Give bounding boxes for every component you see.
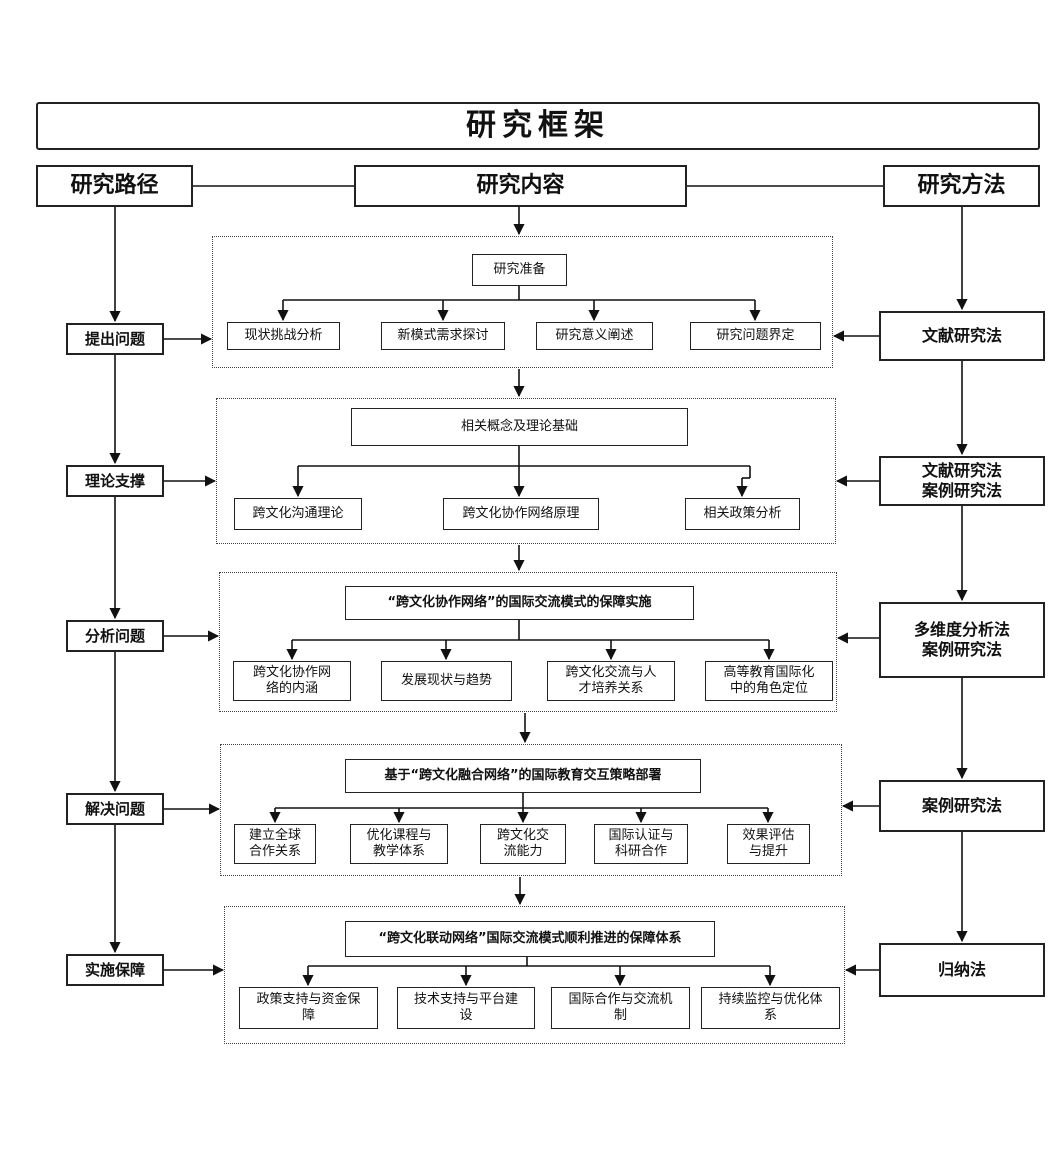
method-1: 文献研究法	[879, 311, 1045, 361]
section-4-head: 基于“跨文化融合网络”的国际教育交互策略部署	[345, 759, 701, 793]
method-3: 多维度分析法 案例研究法	[879, 602, 1045, 678]
section-3-item-1: 跨文化协作网 络的内涵	[233, 661, 351, 701]
section-4-item-5: 效果评估 与提升	[727, 824, 810, 864]
section-5-head: “跨文化联动网络”国际交流模式顺利推进的保障体系	[345, 921, 715, 957]
path-step-raise-question: 提出问题	[66, 323, 164, 355]
path-step-solve-question: 解决问题	[66, 793, 164, 825]
section-2-item-3: 相关政策分析	[685, 498, 800, 530]
section-3-item-3: 跨文化交流与人 才培养关系	[547, 661, 675, 701]
section-2-item-1: 跨文化沟通理论	[234, 498, 362, 530]
section-3-item-4: 高等教育国际化 中的角色定位	[705, 661, 833, 701]
section-4-item-3: 跨文化交 流能力	[480, 824, 566, 864]
section-4-item-1: 建立全球 合作关系	[234, 824, 316, 864]
section-frame-3	[219, 572, 837, 712]
section-1-head: 研究准备	[472, 254, 567, 286]
method-5: 归纳法	[879, 943, 1045, 997]
method-2: 文献研究法 案例研究法	[879, 456, 1045, 506]
header-research-content: 研究内容	[354, 165, 687, 207]
section-1-item-4: 研究问题界定	[690, 322, 821, 350]
section-2-item-2: 跨文化协作网络原理	[443, 498, 599, 530]
section-5-item-1: 政策支持与资金保 障	[239, 987, 378, 1029]
section-1-item-2: 新模式需求探讨	[381, 322, 505, 350]
section-5-item-2: 技术支持与平台建 设	[397, 987, 535, 1029]
section-1-item-3: 研究意义阐述	[536, 322, 653, 350]
header-research-path: 研究路径	[36, 165, 193, 207]
header-research-method: 研究方法	[883, 165, 1040, 207]
section-3-item-2: 发展现状与趋势	[381, 661, 512, 701]
section-5-item-3: 国际合作与交流机 制	[551, 987, 690, 1029]
section-frame-1	[212, 236, 833, 368]
section-1-item-1: 现状挑战分析	[227, 322, 340, 350]
section-4-item-2: 优化课程与 教学体系	[350, 824, 448, 864]
section-frame-2	[216, 398, 836, 544]
section-frame-5	[224, 906, 845, 1044]
section-4-item-4: 国际认证与 科研合作	[594, 824, 688, 864]
path-step-implementation: 实施保障	[66, 954, 164, 986]
section-frame-4	[220, 744, 842, 876]
page-title: 研究框架	[36, 102, 1040, 150]
path-step-theory-support: 理论支撑	[66, 465, 164, 497]
path-step-analyze-question: 分析问题	[66, 620, 164, 652]
section-2-head: 相关概念及理论基础	[351, 408, 688, 446]
section-3-head: “跨文化协作网络”的国际交流模式的保障实施	[345, 586, 694, 620]
method-4: 案例研究法	[879, 780, 1045, 832]
section-5-item-4: 持续监控与优化体 系	[701, 987, 840, 1029]
